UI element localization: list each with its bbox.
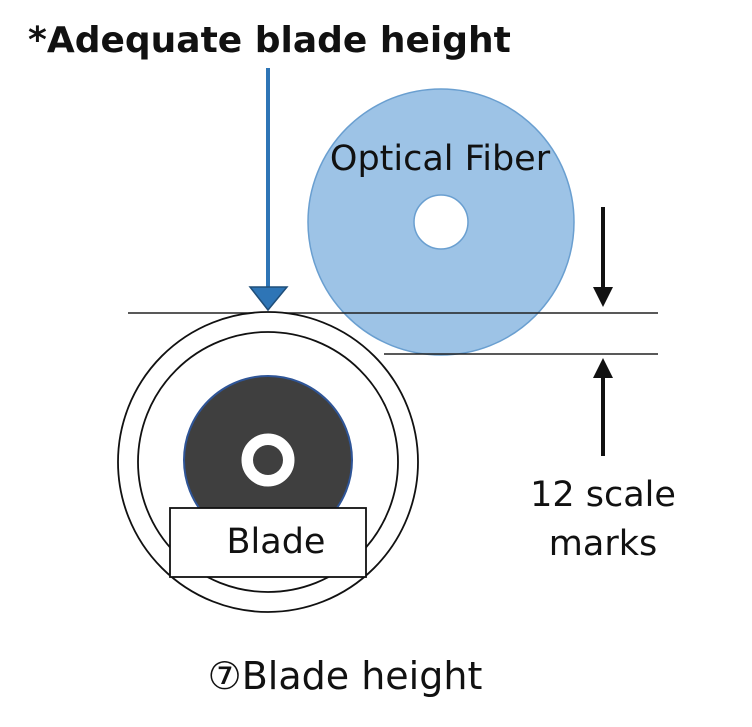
- scale-note-line1: 12 scale: [530, 475, 676, 515]
- blade-assembly: [117, 311, 419, 613]
- scale-note-line2: marks: [549, 524, 657, 564]
- fiber-core-hole: [413, 194, 469, 250]
- scale-arrow-top-head: [593, 287, 613, 307]
- diagram-title: *Adequate blade height: [28, 20, 511, 61]
- down-arrow-icon: [248, 68, 289, 312]
- caption: ⑦Blade height: [208, 654, 483, 698]
- blade-spindle-center: [253, 445, 283, 475]
- blade-label: Blade: [227, 522, 326, 562]
- indicator-arrow-head: [248, 286, 289, 312]
- blade-label-box: [169, 507, 367, 578]
- fiber-label: Optical Fiber: [330, 139, 551, 179]
- up-arrow-icon: [593, 358, 613, 456]
- scale-arrow-bottom-head: [593, 358, 613, 378]
- optical-fiber: [307, 88, 575, 356]
- down-arrow-icon: [593, 207, 613, 307]
